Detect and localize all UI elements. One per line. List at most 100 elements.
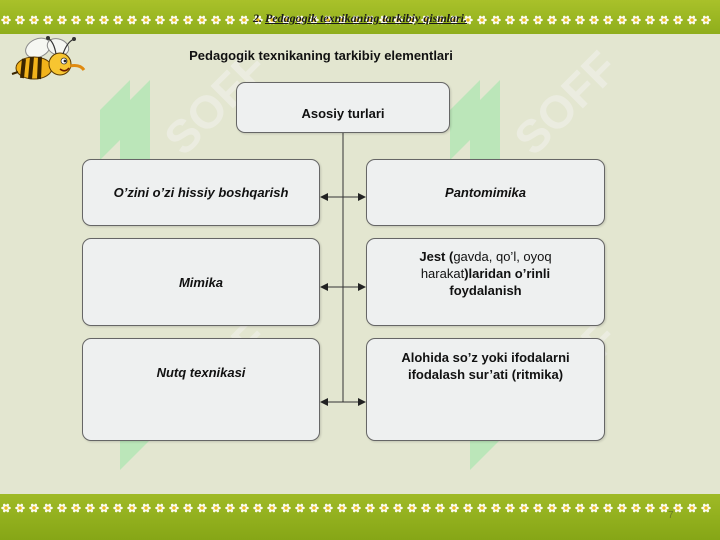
- daisy-icon: [393, 503, 403, 513]
- daisy-icon: [197, 15, 207, 25]
- daisy-icon: [659, 15, 669, 25]
- daisy-icon: [477, 503, 487, 513]
- daisy-icon: [561, 503, 571, 513]
- daisy-icon: [533, 15, 543, 25]
- slide-number: 2.: [252, 11, 262, 25]
- daisy-icon: [365, 15, 375, 25]
- daisy-icon: [323, 15, 333, 25]
- daisy-icon: [673, 503, 683, 513]
- daisy-icon: [239, 15, 249, 25]
- daisy-icon: [309, 503, 319, 513]
- daisy-icon: [547, 503, 557, 513]
- daisy-icon: [197, 503, 207, 513]
- daisy-icon: [155, 15, 165, 25]
- node-left-3: Nutq texnikasi: [82, 338, 320, 441]
- daisy-icon: [673, 15, 683, 25]
- daisy-icon: [379, 15, 389, 25]
- daisy-icon: [281, 15, 291, 25]
- daisy-icon: [589, 503, 599, 513]
- daisy-icon: [253, 503, 263, 513]
- daisy-icon: [85, 15, 95, 25]
- daisy-icon: [351, 15, 361, 25]
- daisy-icon: [575, 503, 585, 513]
- daisy-icon: [57, 503, 67, 513]
- node-left-2: Mimika: [82, 238, 320, 326]
- node-right-1: Pantomimika: [366, 159, 605, 226]
- daisy-icon: [603, 15, 613, 25]
- daisy-icon: [267, 15, 277, 25]
- daisy-icon: [71, 503, 81, 513]
- daisy-icon: [337, 15, 347, 25]
- bottom-band: [0, 494, 720, 540]
- slide-title-text: Pedagogik texnikaning tarkibiy qismlari.: [264, 11, 467, 25]
- daisy-icon: [309, 15, 319, 25]
- daisy-icon: [85, 503, 95, 513]
- daisy-icon: [603, 503, 613, 513]
- daisy-icon: [15, 503, 25, 513]
- daisy-icon: [435, 503, 445, 513]
- daisy-icon: [113, 15, 123, 25]
- daisy-border-bottom: [1, 503, 711, 513]
- daisy-icon: [407, 503, 417, 513]
- daisy-icon: [449, 15, 459, 25]
- daisy-icon: [463, 15, 473, 25]
- daisy-icon: [99, 503, 109, 513]
- daisy-icon: [169, 15, 179, 25]
- daisy-icon: [281, 503, 291, 513]
- daisy-icon: [491, 503, 501, 513]
- daisy-icon: [29, 503, 39, 513]
- diagram-title: Pedagogik texnikaning tarkibiy elementla…: [189, 48, 453, 63]
- daisy-icon: [659, 503, 669, 513]
- node-right-2: Jest (gavda, qo’l, oyoq harakat)laridan …: [366, 238, 605, 326]
- daisy-icon: [505, 15, 515, 25]
- daisy-icon: [463, 503, 473, 513]
- daisy-icon: [43, 503, 53, 513]
- daisy-icon: [421, 15, 431, 25]
- node-root: Asosiy turlari: [236, 82, 450, 133]
- daisy-icon: [379, 503, 389, 513]
- daisy-icon: [29, 15, 39, 25]
- node-left-1: O’zini o’zi hissiy boshqarish: [82, 159, 320, 226]
- daisy-icon: [1, 503, 11, 513]
- node-right-2-text: Jest (gavda, qo’l, oyoq harakat)laridan …: [419, 249, 552, 298]
- daisy-border-top: [1, 15, 711, 25]
- daisy-icon: [169, 503, 179, 513]
- daisy-icon: [323, 503, 333, 513]
- daisy-icon: [547, 15, 557, 25]
- daisy-icon: [393, 15, 403, 25]
- daisy-icon: [183, 503, 193, 513]
- daisy-icon: [141, 503, 151, 513]
- daisy-icon: [561, 15, 571, 25]
- daisy-icon: [519, 15, 529, 25]
- daisy-icon: [631, 15, 641, 25]
- daisy-icon: [631, 503, 641, 513]
- daisy-icon: [575, 15, 585, 25]
- daisy-icon: [617, 15, 627, 25]
- daisy-icon: [687, 15, 697, 25]
- slide-title: 2. Pedagogik texnikaning tarkibiy qismla…: [0, 11, 720, 26]
- daisy-icon: [505, 503, 515, 513]
- daisy-icon: [477, 15, 487, 25]
- daisy-icon: [449, 503, 459, 513]
- daisy-icon: [127, 503, 137, 513]
- daisy-icon: [225, 503, 235, 513]
- daisy-icon: [253, 15, 263, 25]
- daisy-icon: [407, 15, 417, 25]
- daisy-icon: [43, 15, 53, 25]
- daisy-icon: [687, 503, 697, 513]
- daisy-icon: [421, 503, 431, 513]
- daisy-icon: [267, 503, 277, 513]
- daisy-icon: [225, 15, 235, 25]
- daisy-icon: [57, 15, 67, 25]
- daisy-icon: [239, 503, 249, 513]
- daisy-icon: [99, 15, 109, 25]
- daisy-icon: [491, 15, 501, 25]
- daisy-icon: [295, 15, 305, 25]
- daisy-icon: [71, 15, 81, 25]
- daisy-icon: [113, 503, 123, 513]
- daisy-icon: [533, 503, 543, 513]
- daisy-icon: [645, 15, 655, 25]
- daisy-icon: [1, 15, 11, 25]
- daisy-icon: [701, 503, 711, 513]
